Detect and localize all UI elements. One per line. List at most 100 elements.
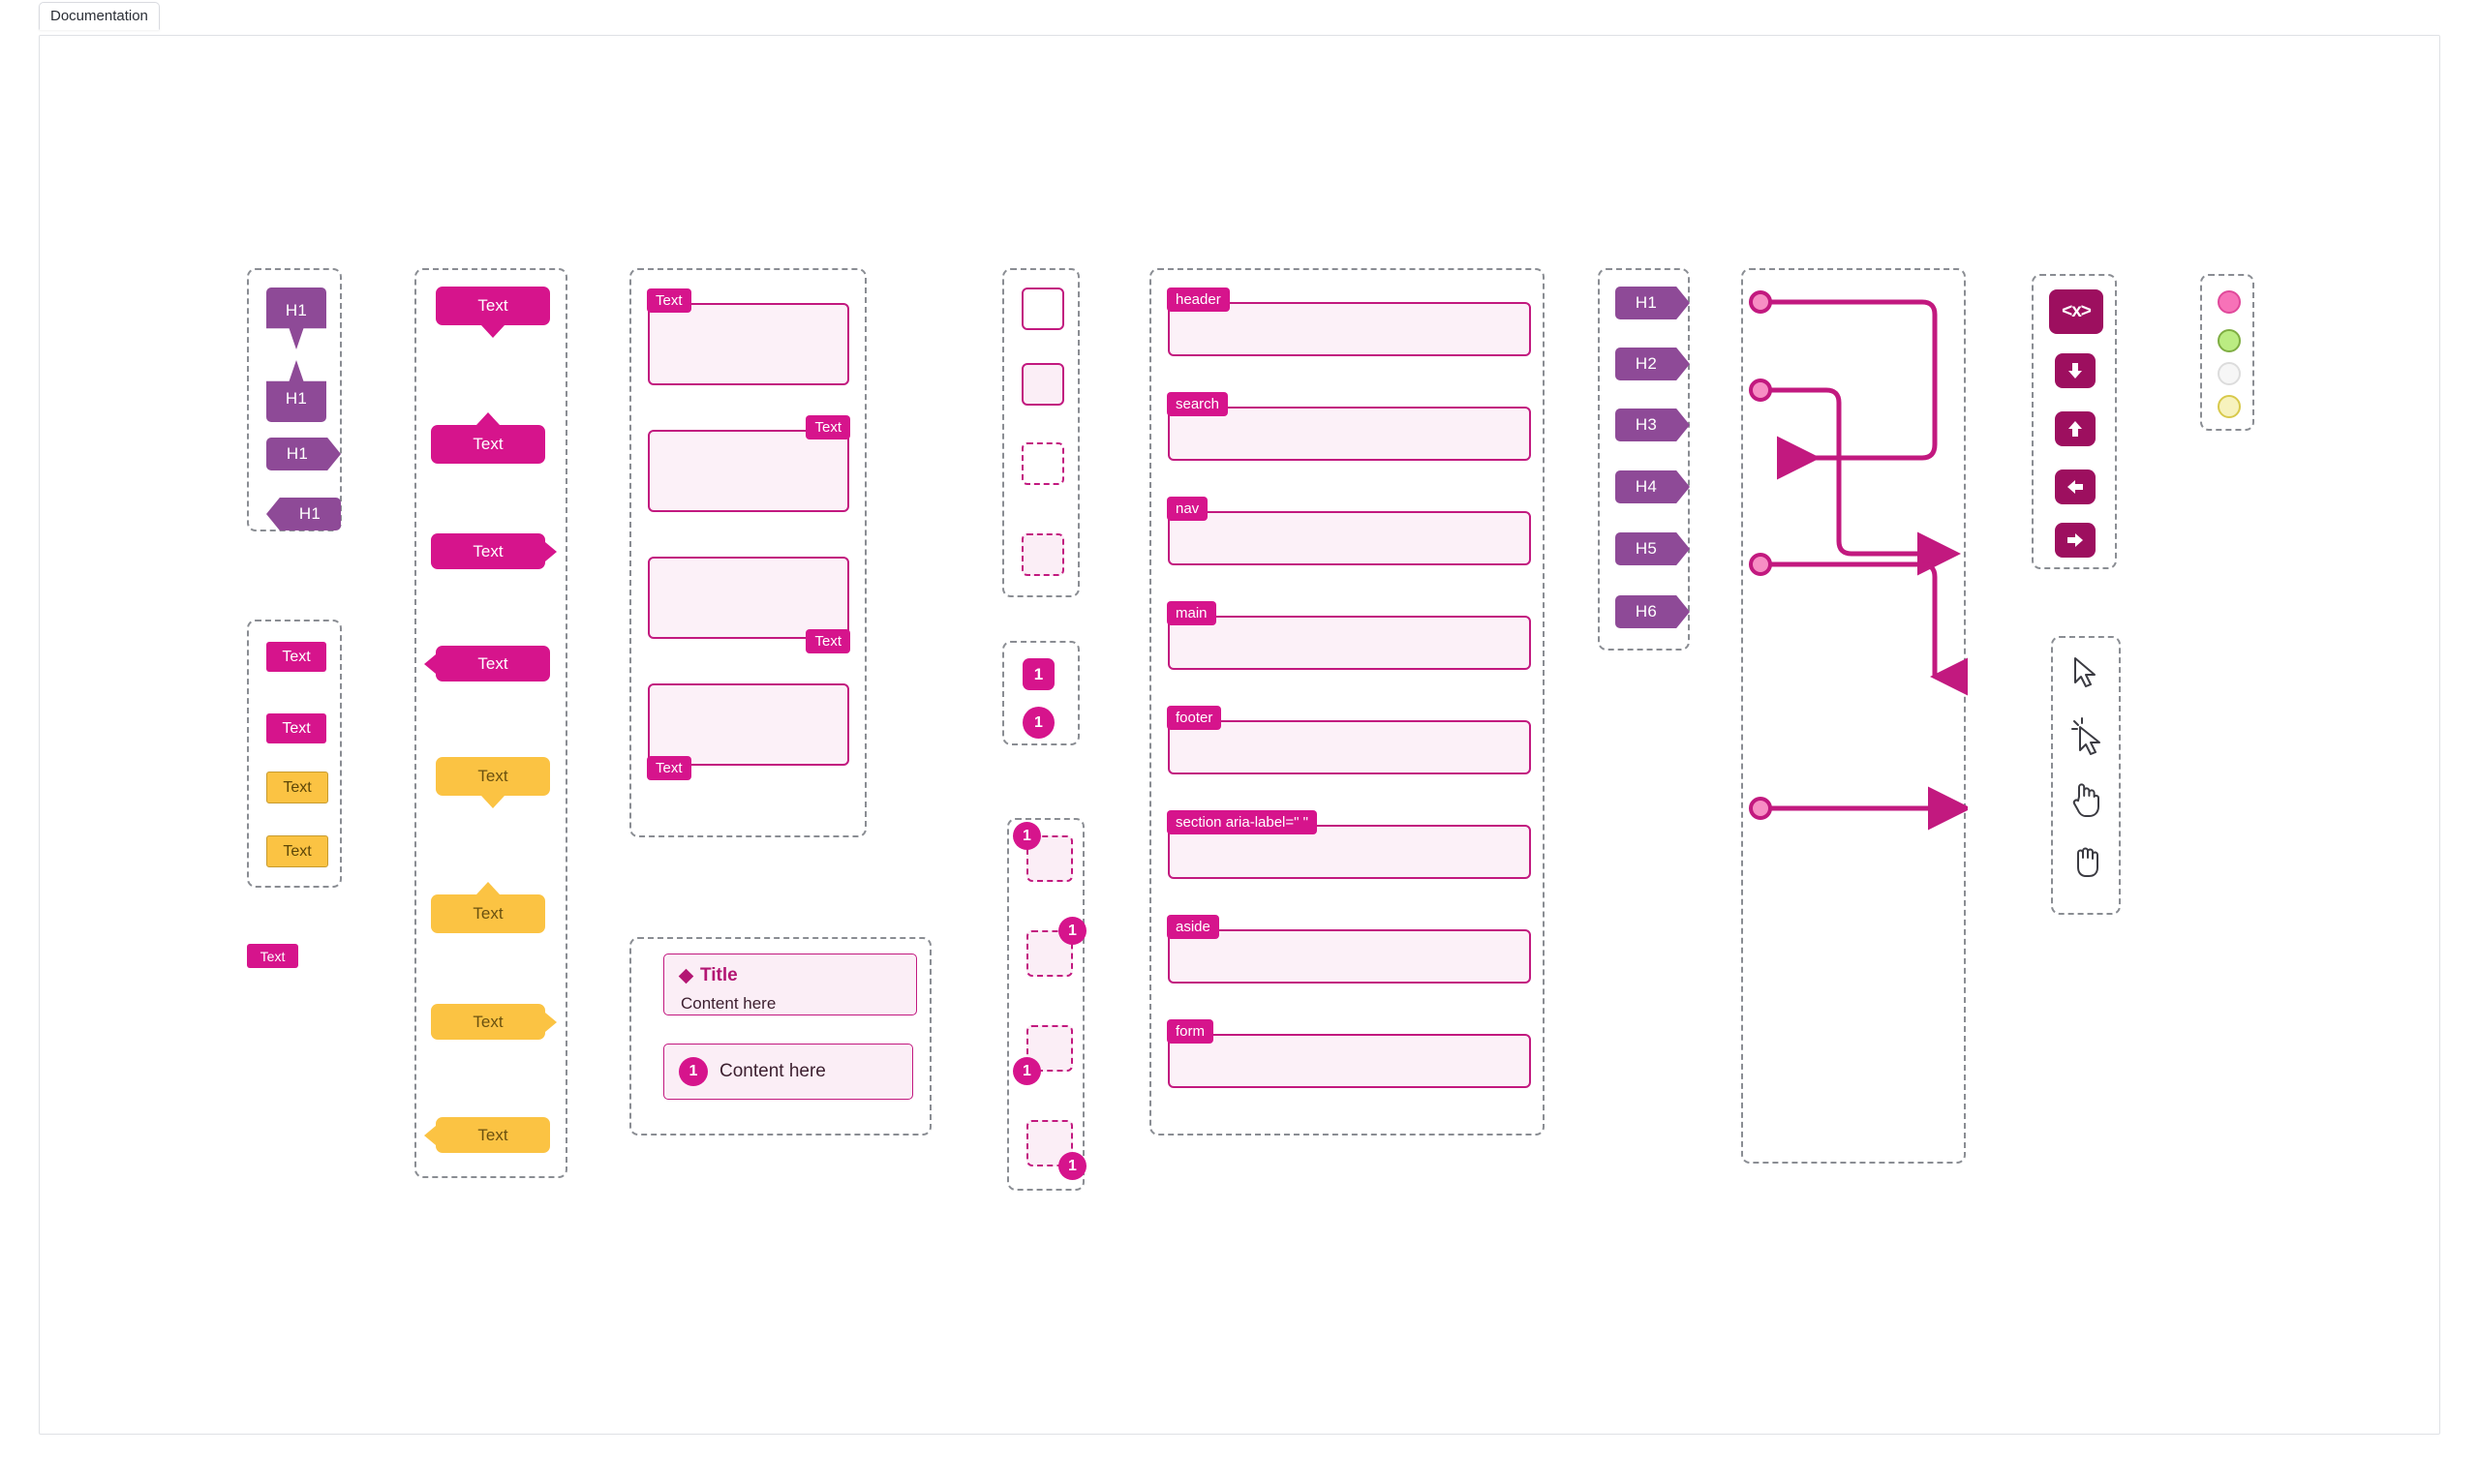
landmark-tag[interactable]: form xyxy=(1167,1019,1213,1045)
yellow-dot[interactable] xyxy=(2218,395,2241,418)
pink-dot[interactable] xyxy=(2218,290,2241,314)
callout-pink-down[interactable]: Text xyxy=(436,287,550,338)
green-dot[interactable] xyxy=(2218,329,2241,352)
callout-amber-down[interactable]: Text xyxy=(436,757,550,808)
cursor-arrow-icon xyxy=(2074,657,2096,687)
heading-chip-down[interactable]: H1 xyxy=(266,288,326,349)
group-landmarks: header search nav main footer section ar… xyxy=(1149,268,1545,1136)
connector-start-dot[interactable] xyxy=(1749,553,1772,576)
heading-level-h3[interactable]: H3 xyxy=(1615,409,1690,441)
landmark-search[interactable]: search xyxy=(1167,392,1531,461)
labeled-box-tag[interactable]: Text xyxy=(806,415,850,440)
arrow-right-button[interactable] xyxy=(2055,523,2096,558)
landmark-main[interactable]: main xyxy=(1167,601,1531,670)
callout-tail-right-icon xyxy=(545,1013,557,1032)
square-solid-filled[interactable] xyxy=(1022,363,1064,406)
code-brackets-icon: <x> xyxy=(2062,301,2092,321)
labeled-box-tag[interactable]: Text xyxy=(806,628,850,653)
flat-chip-pink-2[interactable]: Text xyxy=(266,713,326,743)
callout-pink-up[interactable]: Text xyxy=(431,412,545,464)
flat-chip-pink-1[interactable]: Text xyxy=(266,642,326,672)
callout-amber-left[interactable]: Text xyxy=(424,1117,550,1153)
badged-square-top-right[interactable]: 1 xyxy=(1026,917,1086,977)
arrow-left-button[interactable] xyxy=(2055,469,2096,504)
heading-level-h2[interactable]: H2 xyxy=(1615,348,1690,380)
labeled-box-top-right[interactable]: Text xyxy=(648,415,850,512)
landmark-tag[interactable]: footer xyxy=(1167,706,1222,731)
flat-chip-amber-1[interactable]: Text xyxy=(266,772,328,803)
badged-square-number: 1 xyxy=(1058,917,1086,945)
arrow-down-button[interactable] xyxy=(2055,353,2096,388)
landmark-header[interactable]: header xyxy=(1167,288,1531,356)
arrow-up-button[interactable] xyxy=(2055,411,2096,446)
connector-3[interactable] xyxy=(1749,553,1968,699)
white-dot[interactable] xyxy=(2218,362,2241,385)
square-solid-empty[interactable] xyxy=(1022,288,1064,330)
labeled-box-top-left[interactable]: Text xyxy=(647,288,849,385)
heading-level-h1[interactable]: H1 xyxy=(1615,287,1690,319)
arrow-up-icon xyxy=(2068,421,2082,437)
badged-square-bottom-left[interactable]: 1 xyxy=(1013,1025,1073,1085)
card-title[interactable]: Title Content here xyxy=(663,954,917,1015)
connector-4[interactable] xyxy=(1749,786,1968,831)
callout-pink-right[interactable]: Text xyxy=(431,533,557,569)
labeled-box-tag[interactable]: Text xyxy=(647,755,691,780)
landmark-tag[interactable]: nav xyxy=(1167,497,1209,522)
cursor-click[interactable] xyxy=(2070,717,2107,761)
heading-level-h6[interactable]: H6 xyxy=(1615,595,1690,628)
number-badge-square[interactable]: 1 xyxy=(1023,658,1055,690)
card-numbered[interactable]: 1 Content here xyxy=(663,1044,913,1100)
flat-chip-amber-2[interactable]: Text xyxy=(266,835,328,867)
landmark-tag[interactable]: search xyxy=(1167,392,1229,417)
landmark-tag[interactable]: aside xyxy=(1167,915,1219,940)
labeled-box-rect xyxy=(648,430,849,512)
card-title-row: Title xyxy=(678,965,738,986)
landmark-tag[interactable]: header xyxy=(1167,288,1230,313)
callout-amber-right[interactable]: Text xyxy=(431,1004,557,1040)
landmark-nav[interactable]: nav xyxy=(1167,497,1531,565)
flat-chip-standalone[interactable]: Text xyxy=(247,944,298,968)
heading-level-h4[interactable]: H4 xyxy=(1615,470,1690,503)
cursor-grab-hand[interactable] xyxy=(2070,843,2103,883)
code-button[interactable]: <x> xyxy=(2049,289,2103,334)
labeled-box-bottom-right[interactable]: Text xyxy=(648,557,850,653)
callout-label: Text xyxy=(436,757,550,796)
landmark-footer[interactable]: footer xyxy=(1167,706,1531,774)
group-flat-chips: Text Text Text Text xyxy=(247,620,342,888)
labeled-box-tag[interactable]: Text xyxy=(647,288,691,314)
landmark-aside[interactable]: aside xyxy=(1167,915,1531,984)
cursor-arrow[interactable] xyxy=(2070,655,2103,695)
cursor-grab-hand-icon xyxy=(2077,847,2098,877)
labeled-box-rect xyxy=(648,683,849,766)
square-dashed-filled[interactable] xyxy=(1022,533,1064,576)
callout-pink-left[interactable]: Text xyxy=(424,646,550,681)
card-title-text: Title xyxy=(700,965,738,985)
badged-square-top-left[interactable]: 1 xyxy=(1013,822,1073,882)
landmark-section[interactable]: section aria-label=" " xyxy=(1167,810,1531,879)
callout-amber-up[interactable]: Text xyxy=(431,882,545,933)
group-cursors xyxy=(2051,636,2121,915)
connector-start-dot[interactable] xyxy=(1749,290,1772,314)
connector-1[interactable] xyxy=(1749,290,1938,480)
heading-chip-right[interactable]: H1 xyxy=(266,438,341,470)
badged-square-bottom-right[interactable]: 1 xyxy=(1026,1120,1086,1180)
landmark-tag[interactable]: main xyxy=(1167,601,1216,626)
heading-chip-up[interactable]: H1 xyxy=(266,360,326,422)
callout-tail-down-icon xyxy=(481,796,505,808)
number-badge-circle[interactable]: 1 xyxy=(1023,707,1055,739)
connector-2[interactable] xyxy=(1749,379,1961,576)
landmark-rect xyxy=(1168,616,1531,670)
heading-chip-left[interactable]: H1 xyxy=(266,498,341,530)
landmark-form[interactable]: form xyxy=(1167,1019,1531,1088)
callout-label: Text xyxy=(436,1117,550,1153)
connector-start-dot[interactable] xyxy=(1749,379,1772,402)
connector-start-dot[interactable] xyxy=(1749,797,1772,820)
diamond-bullet-icon xyxy=(678,968,694,984)
labeled-box-bottom-left[interactable]: Text xyxy=(647,683,849,780)
tab-documentation[interactable]: Documentation xyxy=(39,2,160,30)
heading-level-h5[interactable]: H5 xyxy=(1615,532,1690,565)
square-dashed-empty[interactable] xyxy=(1022,442,1064,485)
landmark-tag[interactable]: section aria-label=" " xyxy=(1167,810,1317,835)
landmark-rect xyxy=(1168,302,1531,356)
cursor-pointing-hand[interactable] xyxy=(2070,781,2103,823)
